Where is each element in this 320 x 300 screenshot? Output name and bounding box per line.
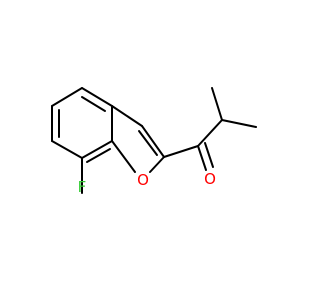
carbonyl-oxygen-atom-label: O: [204, 170, 216, 188]
furan-ring: [111, 105, 165, 173]
bond-c7a-c3a: [81, 140, 113, 159]
isobutyryl-group: [163, 87, 257, 171]
bond-ch-methyl-1: [211, 87, 223, 121]
molecule-structure-diagram: F O O: [51, 87, 257, 196]
bond-c2-carbonyl: [163, 145, 199, 158]
bond-c3-c3a: [111, 105, 143, 127]
bond-ch-methyl-2: [221, 119, 257, 128]
bond-c2-c3-inner: [138, 130, 158, 156]
benzene-ring: [51, 87, 113, 194]
bond-c4-c5: [81, 87, 113, 107]
bond-c5-c6: [51, 87, 83, 107]
bond-o1-c2: [149, 156, 165, 173]
bond-c7a-o1: [111, 140, 136, 173]
bond-carbonyl-o: [197, 145, 207, 171]
bond-c7a-c3a-inner: [86, 148, 111, 163]
bond-c2-c3: [141, 125, 165, 158]
bond-c4-c5-inner: [81, 96, 106, 112]
bond-carbonyl-o-double: [204, 142, 214, 168]
ring-oxygen-atom-label: O: [137, 171, 149, 189]
bond-c7-c7a-outer: [51, 140, 83, 159]
bond-carbonyl-ch: [197, 119, 223, 147]
fluorine-atom-label: F: [78, 178, 87, 196]
